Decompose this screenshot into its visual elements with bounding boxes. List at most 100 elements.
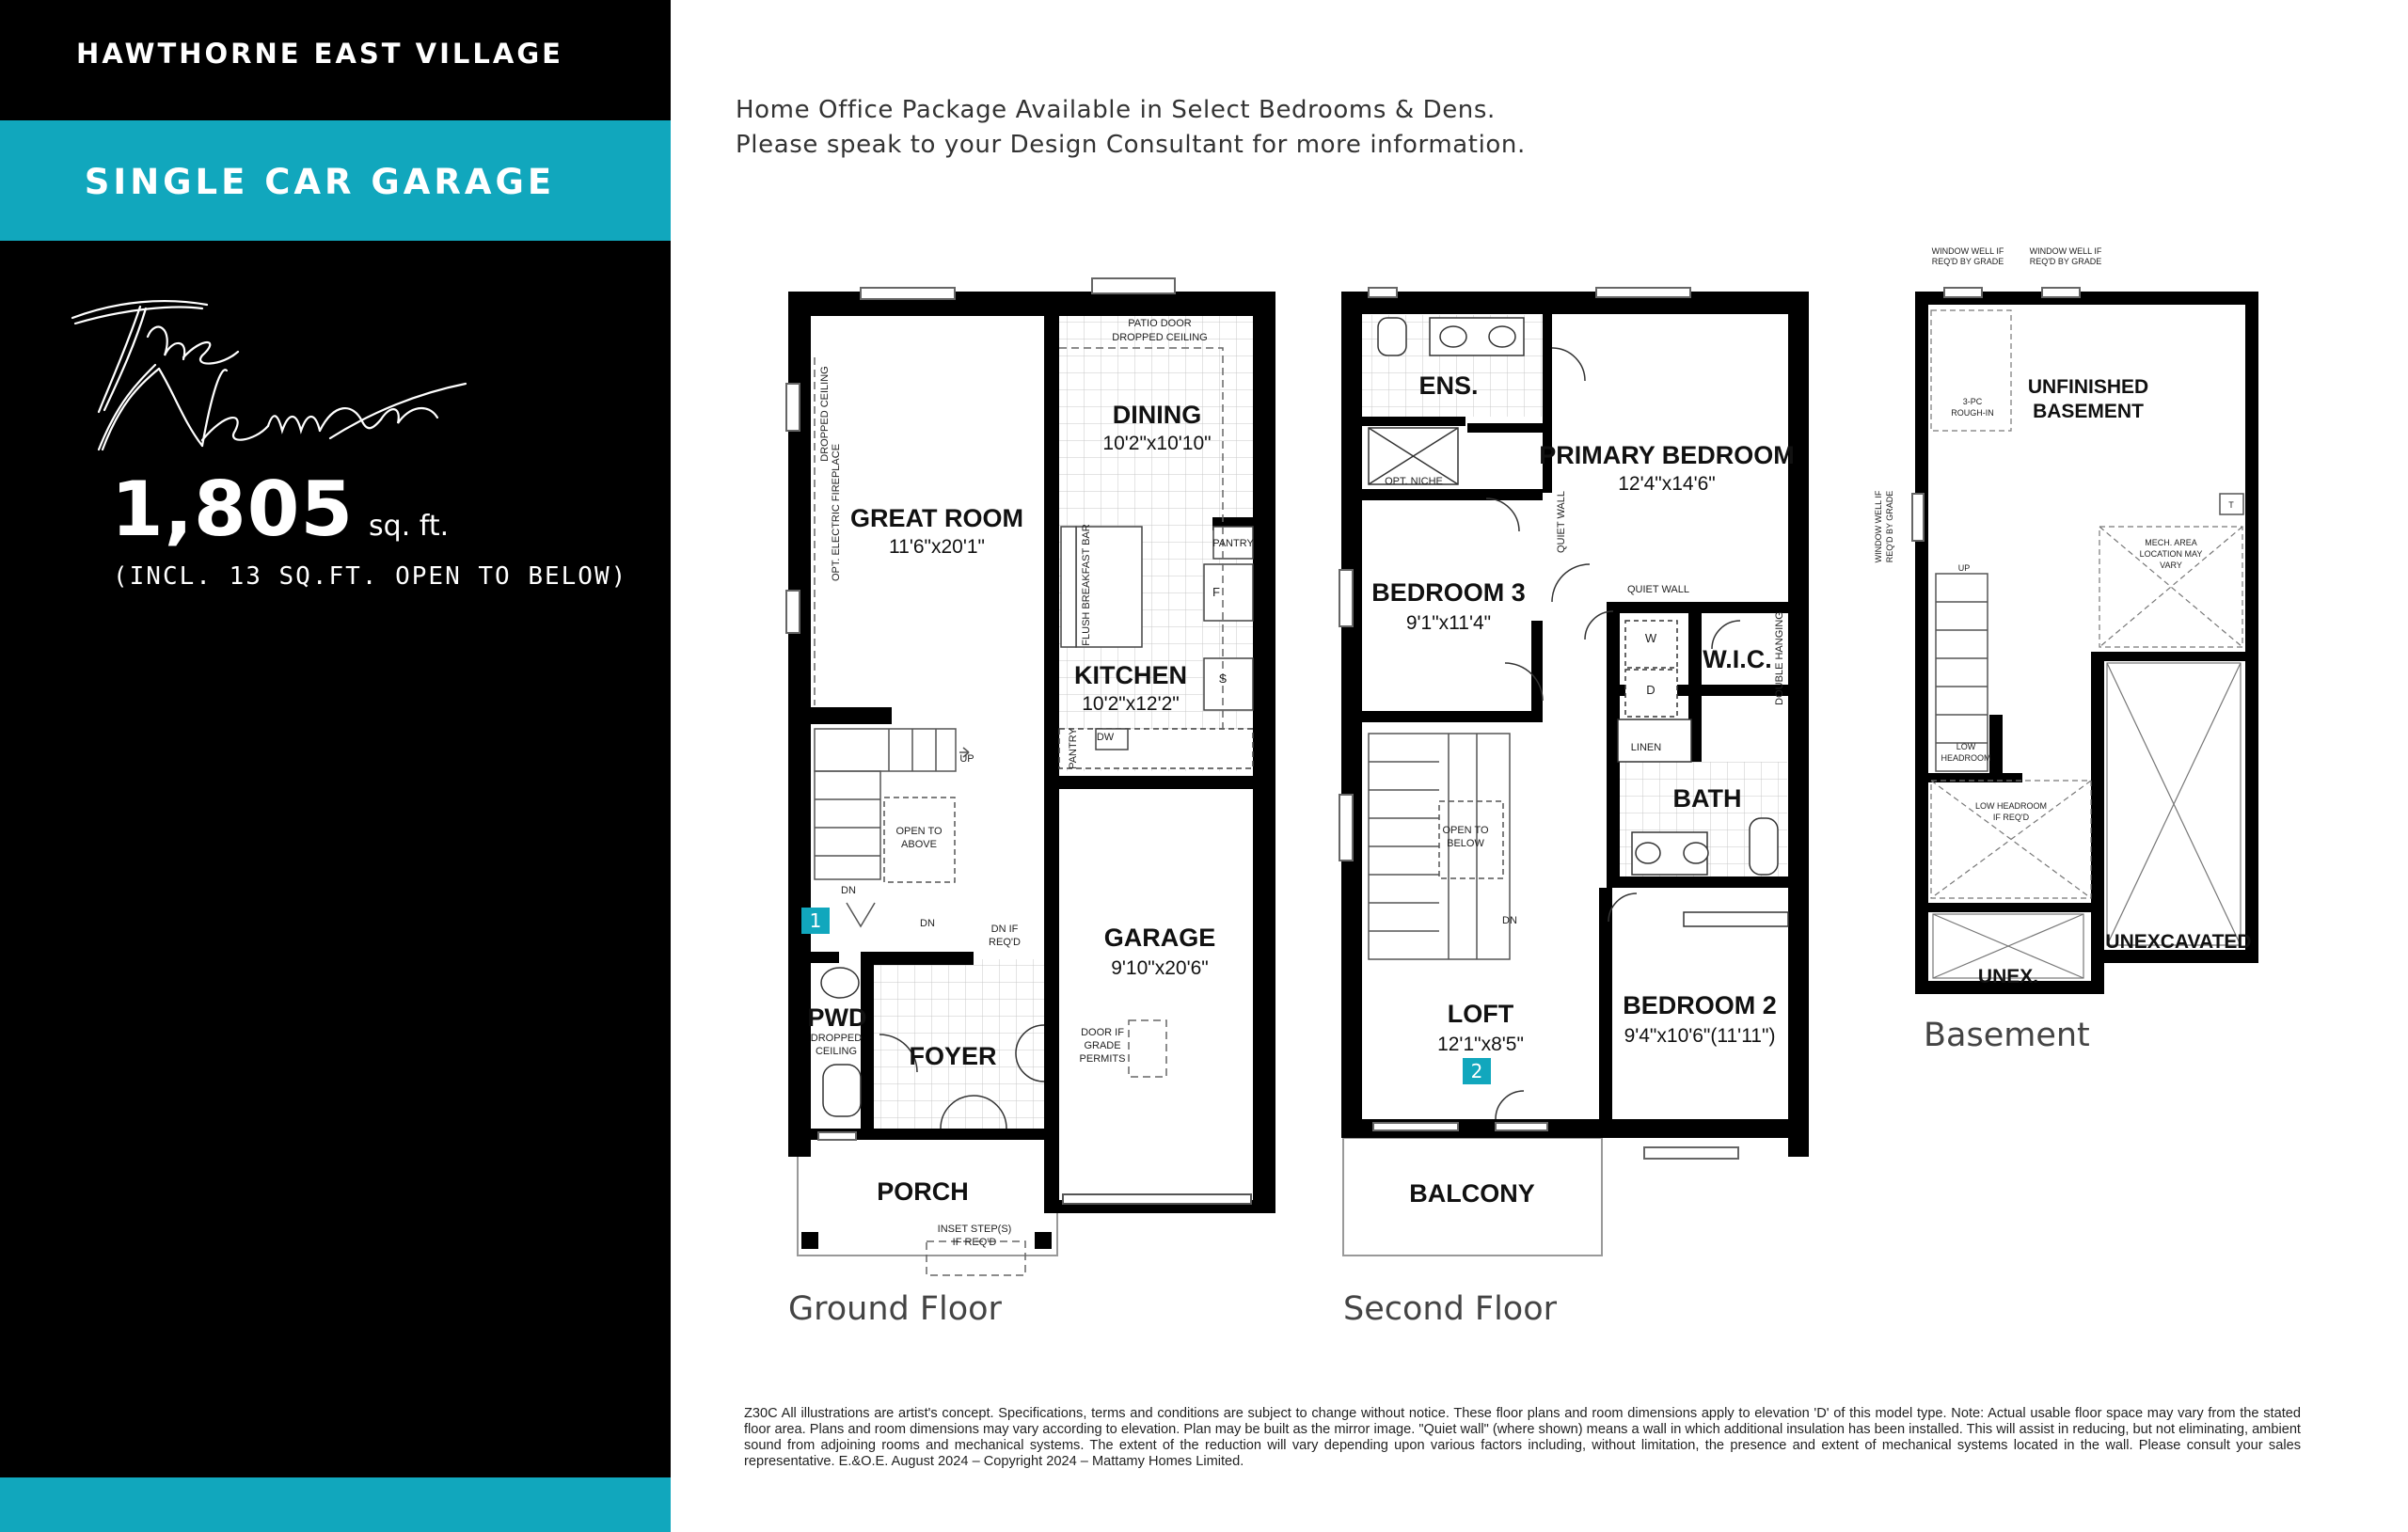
ground-floor-caption: Ground Floor <box>788 1290 1002 1328</box>
bedroom-3-dims: 9'1"x11'4" <box>1406 612 1491 634</box>
note-dryer: D <box>1646 683 1655 697</box>
unfinished-basement-line1: UNFINISHED <box>2028 376 2148 398</box>
note-opt-niche: OPT. NICHE <box>1385 476 1443 487</box>
second-floor-fixtures <box>1368 317 1789 927</box>
second-floor-caption: Second Floor <box>1343 1290 1558 1328</box>
ensuite-label: ENS. <box>1418 371 1478 400</box>
note-linen: LINEN <box>1631 742 1661 753</box>
note-pantry: PANTRY <box>1212 538 1254 549</box>
model-logo <box>71 299 467 451</box>
second-floor-doors <box>1485 347 1741 1120</box>
basement-caption: Basement <box>1924 1017 2090 1054</box>
note-quiet-wall-vertical: QUIET WALL <box>1556 491 1567 553</box>
balcony-area <box>1342 1137 1603 1256</box>
note-double-hanging: DOUBLE HANGING <box>1774 611 1785 705</box>
pwd-label: PWD <box>808 1003 867 1032</box>
note-low-headroom-2: HEADROOM <box>1941 753 1990 763</box>
note-mech-1: MECH. AREA <box>2145 538 2197 547</box>
foyer-label: FOYER <box>909 1042 996 1070</box>
powder-room-fixtures <box>820 967 862 1117</box>
garage-type-band: SINGLE CAR GARAGE <box>0 120 671 241</box>
note-window-well-1-line2: REQ'D BY GRADE <box>1932 257 2004 266</box>
loft-dims: 12'1"x8'5" <box>1437 1034 1524 1055</box>
note-dn-if-1: DN IF <box>991 924 1019 935</box>
note-quiet-wall-horizontal: QUIET WALL <box>1627 584 1689 595</box>
primary-bedroom-dims: 12'4"x14'6" <box>1618 473 1716 495</box>
note-dw: DW <box>1097 732 1115 743</box>
great-room-dims: 11'6"x20'1" <box>889 536 985 558</box>
note-window-well-1-line1: WINDOW WELL IF <box>1932 246 2004 256</box>
porch-columns <box>801 1232 1052 1249</box>
dining-dims: 10'2"x10'10" <box>1102 433 1211 454</box>
ground-floor-windows <box>785 277 1176 1141</box>
note-rough-in-1: 3-PC <box>1963 397 1983 406</box>
note-open-above-1: OPEN TO <box>895 826 943 837</box>
basement-unexcavated <box>1932 662 2242 979</box>
note-low-headroom-if-1: LOW HEADROOM <box>1975 801 2047 811</box>
note-rough-in-2: ROUGH-IN <box>1951 408 1994 418</box>
foyer-tiles <box>870 959 1049 1138</box>
ground-floor-dashed-lines <box>814 347 1224 1276</box>
note-tank: T <box>2228 500 2234 510</box>
note-fridge: F <box>1212 585 1220 599</box>
note-low-headroom-if-2: IF REQ'D <box>1993 813 2030 822</box>
note-window-well-2-line2: REQ'D BY GRADE <box>2030 257 2102 266</box>
note-window-well-2-line1: WINDOW WELL IF <box>2030 246 2102 256</box>
note-window-well-3-line2: REQ'D BY GRADE <box>1885 491 1894 563</box>
note-patio-door: PATIO DOOR <box>1128 318 1191 329</box>
porch-area <box>797 1137 1058 1256</box>
sqft-unit: sq. ft. <box>369 510 450 543</box>
basement-walls <box>1915 292 2258 994</box>
bedroom-3-label: BEDROOM 3 <box>1371 578 1526 607</box>
note-low-headroom-1: LOW <box>1956 742 1976 751</box>
home-office-notice: Home Office Package Available in Select … <box>736 93 1526 163</box>
sqft-value: 1,805 <box>111 466 355 553</box>
garage-dims: 9'10"x20'6" <box>1111 957 1209 979</box>
basement-plan: UNFINISHED BASEMENT UNEXCAVATED UNEX. WI… <box>1874 246 2258 994</box>
note-breakfast-bar: FLUSH BREAKFAST BAR <box>1081 524 1092 645</box>
kitchen-fixtures <box>1058 526 1254 769</box>
dining-label: DINING <box>1113 401 1202 429</box>
note-mech-3: VARY <box>2160 561 2182 570</box>
note-dn-2: DN <box>920 918 935 929</box>
basement-dashed-areas <box>1930 309 2243 899</box>
floor-plans: 1 GREAT ROOM 11'6"x20'1" DINING 10'2"x10… <box>785 246 2258 1276</box>
unex-label: UNEX. <box>1978 966 2038 987</box>
note-fireplace: OPT. ELECTRIC FIREPLACE <box>831 444 842 581</box>
note-window-well-3-line1: WINDOW WELL IF <box>1874 490 1883 562</box>
sqft-note: (INCL. 13 SQ.FT. OPEN TO BELOW) <box>113 562 628 591</box>
note-up: UP <box>959 753 974 765</box>
note-dn-1: DN <box>841 885 856 896</box>
basement-stairs <box>1935 493 2244 772</box>
marker-1-box <box>801 908 830 934</box>
kitchen-dims: 10'2"x12'2" <box>1082 693 1180 715</box>
unexcavated-label: UNEXCAVATED <box>2105 931 2251 953</box>
basement-windows <box>1911 287 2081 542</box>
note-dn-if-2: REQ'D <box>989 937 1021 948</box>
wic-label: W.I.C. <box>1703 645 1772 673</box>
note-door-if-2: GRADE <box>1084 1040 1120 1051</box>
garage-type-label: SINGLE CAR GARAGE <box>84 162 556 202</box>
note-open-below-2: BELOW <box>1447 838 1484 849</box>
note-open-below-1: OPEN TO <box>1442 825 1489 836</box>
note-inset-2: IF REQ'D <box>953 1237 997 1248</box>
second-floor-plan: 2 ENS. PRIMARY BEDROOM 12'4"x14'6" BEDRO… <box>1339 287 1809 1256</box>
note-basement-up: UP <box>1958 563 1971 573</box>
kitchen-label: KITCHEN <box>1074 661 1187 689</box>
note-inset-1: INSET STEP(S) <box>938 1224 1012 1235</box>
garage-label: GARAGE <box>1104 924 1216 952</box>
second-floor-windows <box>1339 287 1739 1160</box>
square-footage: 1,805 sq. ft. <box>111 466 449 553</box>
note-pantry-2: PANTRY <box>1068 728 1079 769</box>
note-dropped-ceiling-vertical: DROPPED CEILING <box>819 366 831 461</box>
note-dn: DN <box>1502 915 1517 926</box>
second-floor-stairs <box>1368 733 1511 960</box>
bedroom-2-dims: 9'4"x10'6"(11'11") <box>1624 1025 1776 1047</box>
balcony-label: BALCONY <box>1409 1179 1535 1208</box>
note-mech-2: LOCATION MAY <box>2140 549 2203 559</box>
marker-1: 1 <box>810 909 822 932</box>
bedroom-2-label: BEDROOM 2 <box>1623 991 1777 1019</box>
great-room-label: GREAT ROOM <box>850 504 1023 532</box>
ground-floor-stairs <box>814 728 970 928</box>
community-name: HAWTHORNE EAST VILLAGE <box>76 38 563 70</box>
